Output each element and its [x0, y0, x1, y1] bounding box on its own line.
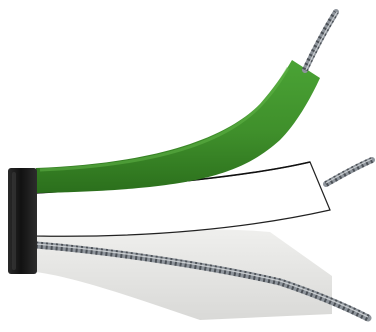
grey-shield-band [36, 229, 332, 320]
jacket-clamp-sheen [12, 172, 16, 270]
stranded-wire-top [305, 12, 337, 70]
stranded-wire-middle [326, 159, 372, 184]
